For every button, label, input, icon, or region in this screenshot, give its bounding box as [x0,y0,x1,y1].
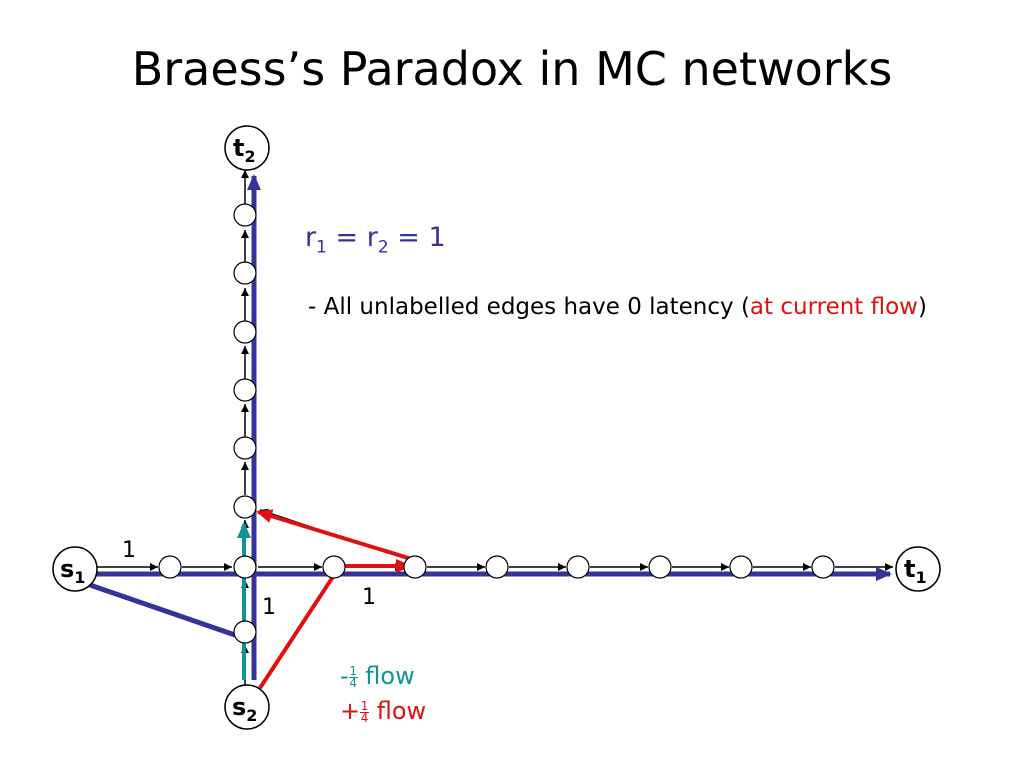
svg-text:s1: s1 [60,555,85,587]
edge-label-vertical: 1 [262,595,276,620]
rate-equation: r1 = r2 = 1 [305,222,446,258]
svg-text:s2: s2 [232,693,257,725]
slide-title: Braess’s Paradox in MC networks [131,42,893,96]
node-t1: t1 [895,546,941,592]
svg-text:t1: t1 [904,555,927,587]
node-t2: t2 [224,125,270,171]
edge-label-horizontal: 1 [362,585,376,610]
intermediate-nodes [158,203,835,644]
node-t1-sub: 1 [915,568,926,587]
node-t2-sub: 2 [244,147,255,166]
node-s1: s1 [52,546,98,592]
svg-text:t2: t2 [233,134,256,166]
note-highlight: at current flow [749,294,918,320]
node-s1-letter: s [60,555,74,583]
node-t2-letter: t [233,134,244,162]
red-flow-arrow [256,509,416,562]
node-s2-letter: s [232,693,246,721]
latency-note: - All unlabelled edges have 0 latency (a… [308,294,927,320]
flow-paths-blue [89,174,892,680]
edge-label-top-left: 1 [122,538,136,563]
node-s2: s2 [224,684,270,730]
node-s1-sub: 1 [74,568,85,587]
node-t1-letter: t [904,555,915,583]
node-s2-sub: 2 [246,706,257,725]
